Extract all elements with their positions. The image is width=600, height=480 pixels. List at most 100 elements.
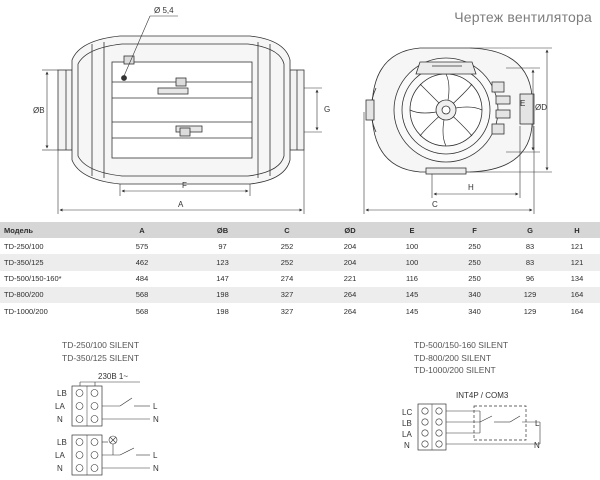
cell: 264: [319, 286, 381, 303]
model-label: TD-350/125 SILENT: [62, 352, 140, 363]
terminal-label: LB: [57, 438, 67, 447]
terminal-label: LB: [402, 419, 412, 428]
cell: 250: [468, 241, 481, 251]
cell: 204: [343, 241, 357, 251]
cell: 198: [216, 306, 229, 316]
cell: 568: [135, 306, 149, 316]
dim-d-label: ØD: [535, 103, 547, 112]
dim-g: [304, 87, 322, 133]
cell: 250: [468, 274, 481, 284]
cell: 145: [405, 306, 419, 316]
cell: 100: [405, 241, 419, 251]
output-label: L: [153, 402, 158, 411]
cell: 568: [94, 286, 190, 303]
cell: 129: [506, 286, 554, 303]
output-label: L: [153, 451, 158, 460]
header-a: A: [94, 222, 190, 239]
dim-c-label: C: [432, 200, 438, 209]
wiring-diagrams: 230В 1~ LB LA N L N LB LA N: [55, 372, 541, 476]
cell: 250: [443, 254, 506, 271]
terminal-label: LA: [55, 402, 65, 411]
cell: 123: [190, 254, 255, 271]
terminal-label: LB: [57, 389, 67, 398]
terminal-label: N: [57, 415, 63, 424]
cell: TD-1000/200: [4, 306, 48, 316]
cell: 327: [255, 286, 319, 303]
dim-e: [506, 67, 540, 153]
terminal-label: LC: [402, 408, 412, 417]
cell: 264: [343, 306, 357, 316]
model-label: TD-500/150-160 SILENT: [414, 340, 509, 350]
header-g: G: [506, 222, 554, 239]
cell: 462: [94, 254, 190, 271]
cell: 96: [525, 274, 535, 284]
wiring-left-models: TD-250/100 SILENT TD-350/125 SILENT: [62, 339, 139, 364]
cell: 134: [570, 274, 584, 284]
terminal-label: N: [57, 464, 63, 473]
cell: TD-800/200: [0, 286, 94, 303]
terminal-label: LA: [402, 430, 412, 439]
side-view: [57, 35, 305, 185]
cell: 340: [468, 306, 481, 316]
fan-drawing: Ø 5,4 ØB G F A: [33, 6, 552, 214]
header-b: ØB: [190, 222, 255, 239]
header-e: E: [381, 222, 443, 239]
dim-h: [431, 126, 521, 198]
header-model: Модель: [0, 222, 94, 239]
hole-dimension: Ø 5,4: [123, 6, 178, 77]
table-row: TD-500/150-160* 484 147 274 221 116 250 96 134: [0, 271, 600, 287]
cell: 121: [554, 254, 600, 271]
wiring-block-2: LB LA N L N: [55, 434, 159, 476]
dim-e-label: E: [520, 99, 525, 108]
cell: 83: [506, 254, 554, 271]
dim-b-label: ØB: [33, 106, 45, 115]
controller-label: INT4P / COM3: [456, 391, 509, 400]
output-label: L: [535, 419, 540, 428]
cell: 83: [525, 241, 535, 251]
dim-b: [42, 69, 58, 151]
cell: 484: [135, 274, 149, 284]
cell: 274: [280, 274, 294, 284]
front-view: [365, 47, 535, 175]
cell: 340: [443, 286, 506, 303]
cell: TD-500/150-160*: [4, 274, 62, 284]
cell: 252: [255, 254, 319, 271]
cell: 121: [570, 241, 584, 251]
dim-g-label: G: [324, 105, 330, 114]
cell: 204: [319, 254, 381, 271]
dim-f: [119, 184, 251, 196]
model-label: TD-250/100 SILENT: [62, 340, 140, 350]
cell: 116: [406, 274, 418, 284]
cell: 147: [216, 274, 229, 284]
cell: 100: [381, 254, 443, 271]
drawing-title: Чертеж вентилятора: [454, 9, 592, 25]
cell: 221: [343, 274, 357, 284]
dim-f-label: F: [182, 181, 187, 190]
cell: TD-350/125: [0, 254, 94, 271]
cell: 198: [190, 286, 255, 303]
model-label: TD-800/200 SILENT: [414, 352, 492, 363]
output-label: N: [153, 415, 159, 424]
wiring-block-1: LB LA N L N: [55, 381, 159, 427]
dim-a-label: A: [178, 200, 184, 209]
model-label: TD-1000/200 SILENT: [414, 365, 496, 375]
dim-a: [57, 150, 305, 214]
wiring-right-models: TD-500/150-160 SILENT TD-800/200 SILENT …: [414, 339, 508, 377]
voltage-label: 230В 1~: [98, 372, 128, 381]
header-f: F: [443, 222, 506, 239]
header-h: H: [554, 222, 600, 239]
dim-c: [363, 112, 535, 214]
cell: 164: [554, 286, 600, 303]
cell: 129: [523, 306, 537, 316]
terminal-label: N: [404, 441, 410, 450]
cell: 252: [280, 241, 294, 251]
cell: 97: [218, 241, 227, 251]
output-label: N: [534, 441, 540, 450]
terminal-label: LA: [55, 451, 65, 460]
dim-d: [470, 47, 552, 173]
cell: 575: [135, 241, 149, 251]
